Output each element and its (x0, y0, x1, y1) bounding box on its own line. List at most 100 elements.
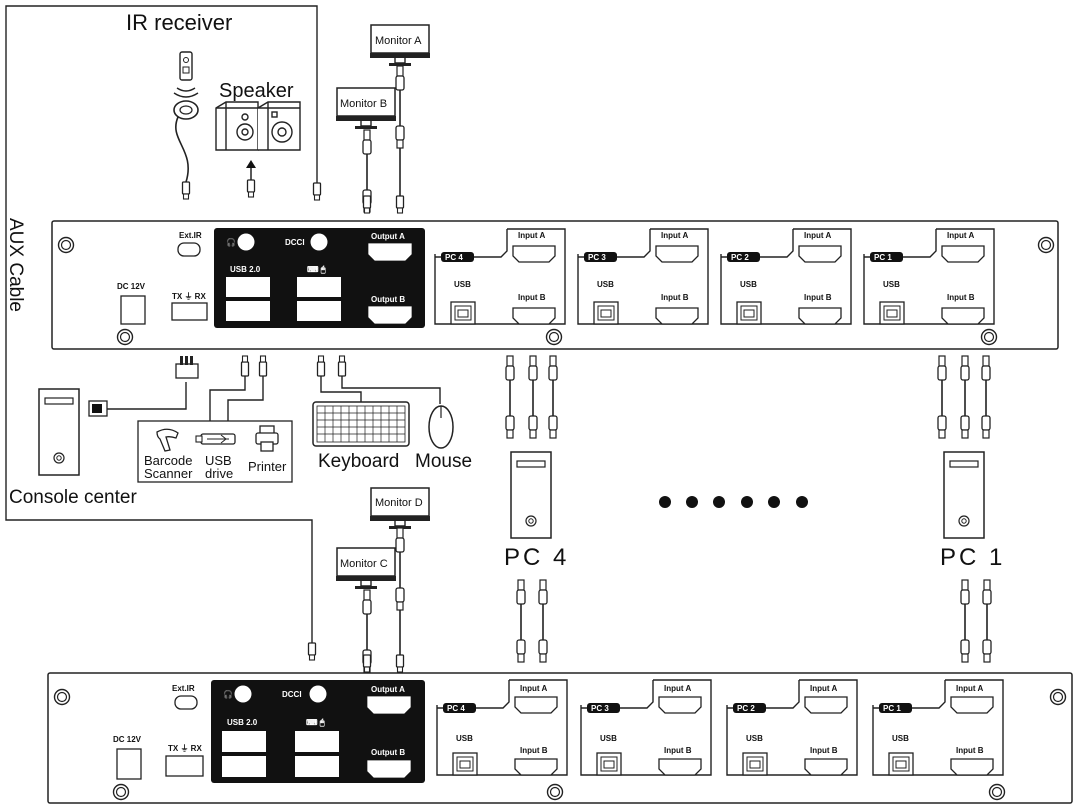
input-b-label: Input B (661, 293, 689, 302)
dc-port (116, 748, 142, 780)
dc-port (120, 295, 146, 325)
output-a-label: Output A (371, 685, 405, 694)
kbm-port-1 (295, 731, 339, 752)
usb20-port-2 (226, 301, 270, 321)
input-b-label: Input B (664, 746, 692, 755)
monitor-c: Monitor C (335, 547, 397, 590)
input-a-label: Input A (956, 684, 983, 693)
monitor-b: Monitor B (335, 87, 397, 130)
usb20-port-2 (222, 756, 266, 777)
console-center-label: Console center (9, 487, 137, 508)
input-a-label: Input A (518, 231, 545, 240)
printer-label: Printer (248, 459, 287, 474)
aux-plug-top (312, 182, 322, 201)
usb-label: USB (740, 280, 757, 289)
usb-drive-label-2: drive (205, 466, 233, 481)
input-b-label: Input B (520, 746, 548, 755)
output-b-label: Output B (371, 748, 405, 757)
monitor-d: Monitor D (369, 487, 431, 530)
audio-port (234, 685, 252, 703)
usb-drive-icon (195, 433, 236, 445)
mouse-label: Mouse (415, 451, 472, 472)
aux-cable-label: AUX Cable (5, 218, 26, 312)
pc4-cables-top (505, 355, 558, 439)
input-a-label: Input A (810, 684, 837, 693)
printer-icon (255, 425, 279, 452)
pc1-port-tag: PC 1 (874, 253, 892, 262)
mouse-icon (428, 405, 454, 449)
monitor-b-label: Monitor B (340, 98, 387, 110)
ext-ir-label: Ext.IR (172, 684, 195, 693)
input-a-label: Input A (661, 231, 688, 240)
monitor-cables-bottom (362, 527, 405, 673)
monitor-c-label: Monitor C (340, 558, 388, 570)
ext-ir-label: Ext.IR (179, 231, 202, 240)
output-a-label: Output A (371, 232, 405, 241)
dcci-label: DCCI (285, 238, 305, 247)
usb-label: USB (746, 734, 763, 743)
ext-ir-port (174, 695, 198, 710)
keyboard-mouse-icon: ⌨ 🖱 (306, 717, 325, 727)
pc2-port-tag: PC 2 (731, 253, 749, 262)
usb-drive-label: USB (205, 453, 232, 468)
input-a-label: Input A (947, 231, 974, 240)
serial-connector-icon (88, 356, 199, 417)
keyboard-mouse-icon: ⌨ 🖱 (307, 264, 326, 274)
usb20-port-1 (222, 731, 266, 752)
monitor-a: Monitor A (369, 24, 431, 67)
monitor-cables-top (362, 65, 405, 214)
input-b-label: Input B (804, 293, 832, 302)
usb20-port-1 (226, 277, 270, 297)
pc3-port-tag: PC 3 (591, 704, 609, 713)
top-kvm-panel: Ext.IR DC 12V TX ⏚ RX 🎧 DCCI USB 2.0 ⌨ 🖱… (51, 220, 1059, 350)
console-center-pc (38, 388, 80, 476)
usb20-label: USB 2.0 (230, 265, 261, 274)
barcode-scanner-icon (156, 428, 179, 452)
pc1-cables-bottom (960, 579, 992, 663)
dc-label: DC 12V (113, 735, 142, 744)
usb-label: USB (456, 734, 473, 743)
ir-plug (181, 181, 191, 200)
pc3-port-tag: PC 3 (588, 253, 606, 262)
more-pcs-ellipsis (659, 496, 808, 508)
pc4-label: PC 4 (504, 544, 569, 571)
pc4-tower (510, 451, 552, 539)
usb-label: USB (454, 280, 471, 289)
pc4-port-tag: PC 4 (447, 704, 465, 713)
txrx-port (171, 302, 208, 321)
usb20-label: USB 2.0 (227, 718, 258, 727)
input-b-label: Input B (956, 746, 984, 755)
kbm-port-2 (297, 301, 341, 321)
input-a-label: Input A (664, 684, 691, 693)
dcci-port (310, 233, 328, 251)
pc4-cables-bottom (516, 579, 548, 663)
ext-ir-port (177, 242, 201, 257)
aux-cable-route (5, 5, 318, 645)
speaker-arrow (246, 160, 256, 168)
kbm-port-1 (297, 277, 341, 297)
pc1-port-tag: PC 1 (883, 704, 901, 713)
barcode-scanner-label-2: Scanner (144, 466, 193, 481)
usb-label: USB (892, 734, 909, 743)
pc2-port-tag: PC 2 (737, 704, 755, 713)
input-b-label: Input B (947, 293, 975, 302)
monitor-d-label: Monitor D (375, 497, 423, 509)
ir-receiver-label: IR receiver (126, 10, 232, 35)
audio-port (237, 233, 255, 251)
ir-receiver-icon (173, 51, 199, 183)
bottom-kvm-panel: Ext.IR DC 12V TX ⏚ RX 🎧 DCCI USB 2.0 ⌨ 🖱… (47, 672, 1073, 804)
usb-label: USB (597, 280, 614, 289)
keyboard-icon (312, 401, 410, 447)
aux-plug-bottom (307, 642, 317, 661)
txrx-label: TX ⏚ RX (168, 744, 202, 753)
pc1-cables-top (937, 355, 991, 439)
txrx-port (165, 755, 204, 777)
pc1-label: PC 1 (940, 544, 1005, 571)
speaker-label: Speaker (219, 80, 294, 102)
speaker-icon (215, 101, 301, 151)
usb-label: USB (883, 280, 900, 289)
usb-label: USB (600, 734, 617, 743)
input-b-label: Input B (518, 293, 546, 302)
input-a-label: Input A (520, 684, 547, 693)
dcci-label: DCCI (282, 690, 302, 699)
